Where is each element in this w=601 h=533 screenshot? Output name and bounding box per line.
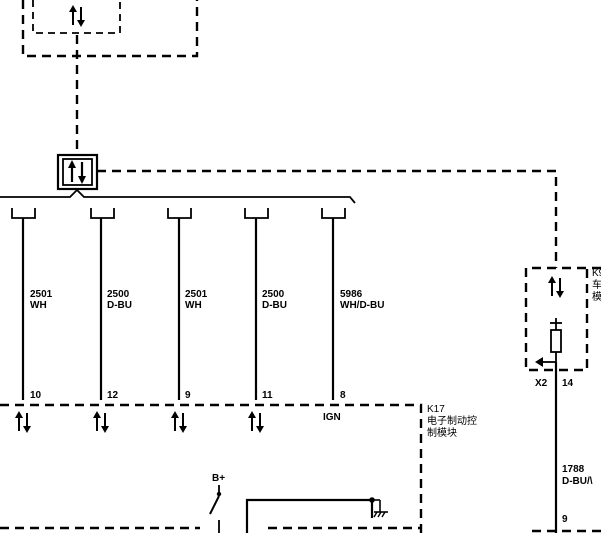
- wire-1-pin: 10: [30, 390, 42, 401]
- right-connector-label: X2: [535, 378, 548, 389]
- bidirectional-arrow-icon: [248, 411, 264, 433]
- wire-5-circuit: 5986: [340, 289, 363, 300]
- bidirectional-arrow-icon: [68, 160, 86, 184]
- module-k17-id: K17: [427, 404, 445, 415]
- wire-1-circuit: 2501: [30, 289, 53, 300]
- connector-terminals: [11, 208, 346, 219]
- fuse-icon: [550, 318, 562, 362]
- right-wire: 1788 D-BU/\ 9: [554, 362, 593, 533]
- top-module-box: [21, 0, 199, 58]
- bus-bracket: [0, 188, 356, 204]
- power-circuit: B+: [209, 473, 388, 533]
- ground-icon: [372, 499, 388, 518]
- wire-2: 2500 D-BU 12: [99, 218, 132, 401]
- module-k17-name-line1: 电子制动控: [427, 414, 477, 427]
- serial-data-link-right: [97, 169, 558, 268]
- right-wire-color: D-BU/\: [562, 476, 593, 487]
- right-module-name-line1: 车: [592, 278, 601, 291]
- wire-2-color: D-BU: [107, 300, 132, 311]
- right-wire-pin: 9: [562, 514, 568, 525]
- wire-5: 5986 WH/D-BU 8: [331, 218, 384, 401]
- wire-1: 2501 WH 10: [21, 218, 53, 401]
- bidirectional-arrow-icon: [548, 276, 564, 298]
- wire-4-circuit: 2500: [262, 289, 285, 300]
- wire-5-pin: 8: [340, 390, 346, 401]
- right-module-id: K9: [592, 268, 601, 279]
- wire-4: 2500 D-BU 11: [254, 218, 287, 401]
- wire-3-color: WH: [185, 300, 202, 311]
- bidirectional-arrow-icon: [93, 411, 109, 433]
- switch-icon: [209, 495, 220, 515]
- wire-3: 2501 WH 9: [177, 218, 208, 401]
- bidirectional-arrow-icon: [171, 411, 187, 433]
- right-connector-pin: 14: [562, 378, 574, 389]
- wire-3-circuit: 2501: [185, 289, 208, 300]
- wire-4-pin: 11: [262, 390, 273, 401]
- power-label: B+: [212, 473, 225, 484]
- module-k17-name-line2: 制模块: [427, 426, 457, 439]
- bidirectional-arrow-icon: [15, 411, 31, 433]
- wire-5-color: WH/D-BU: [340, 300, 384, 311]
- wire-1-color: WH: [30, 300, 47, 311]
- output-arrow-icon: [535, 357, 556, 367]
- serial-data-splice: [56, 153, 99, 191]
- right-module: K9 车 模: [524, 266, 601, 372]
- module-k17-boundary: [0, 403, 423, 533]
- wire-2-pin: 12: [107, 390, 119, 401]
- wire-3-pin: 9: [185, 390, 191, 401]
- wire-4-color: D-BU: [262, 300, 287, 311]
- right-module-name-line2: 模: [592, 291, 601, 303]
- right-wire-circuit: 1788: [562, 464, 585, 475]
- ign-label: IGN: [323, 412, 341, 423]
- bidirectional-arrow-icon: [69, 5, 85, 27]
- wire-2-circuit: 2500: [107, 289, 130, 300]
